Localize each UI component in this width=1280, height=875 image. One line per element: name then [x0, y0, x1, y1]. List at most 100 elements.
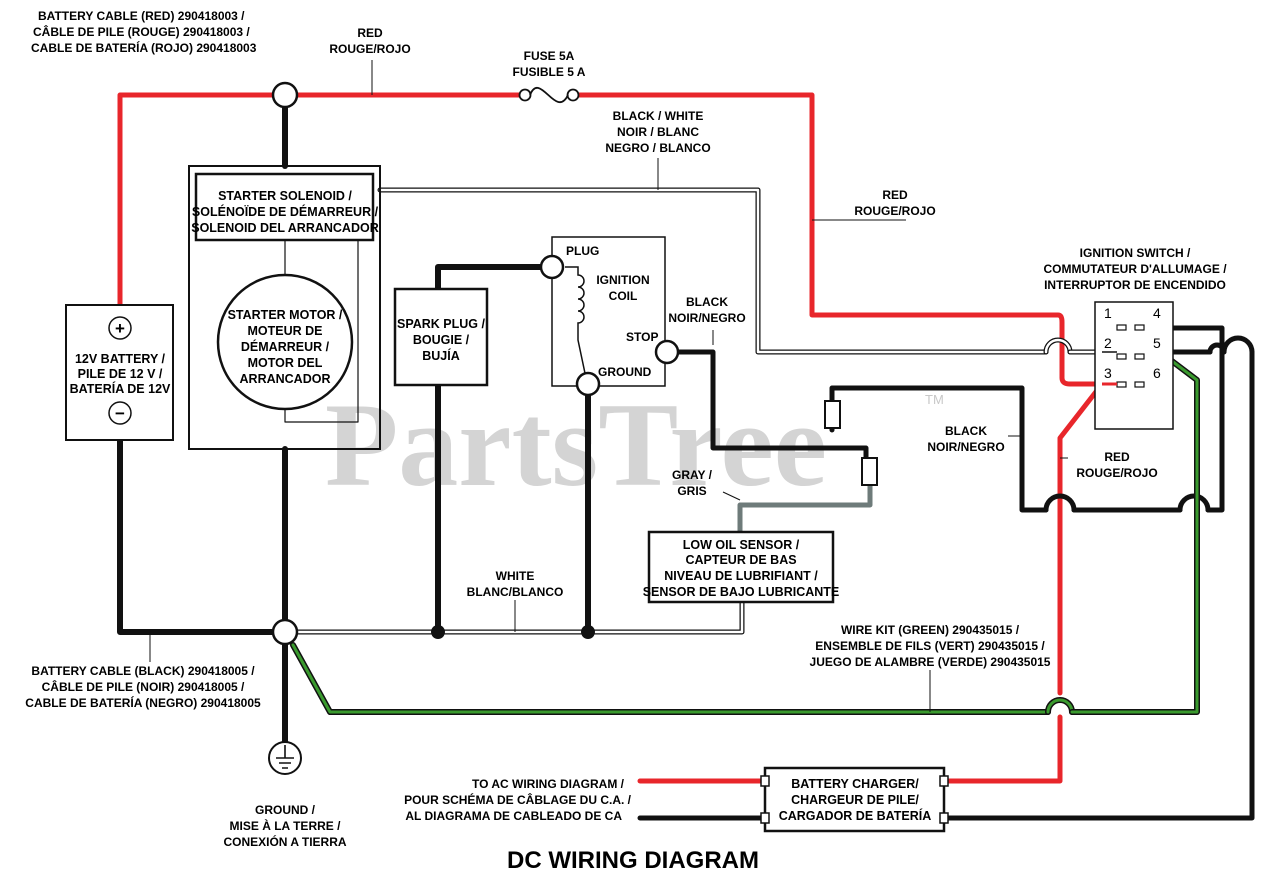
green-wire-kit-fill	[291, 643, 1050, 714]
starter-motor-label-5: ARRANCADOR	[240, 372, 331, 386]
low-oil-sensor-label-3: NIVEAU DE LUBRIFIANT /	[664, 569, 818, 583]
spark-plug-lead	[435, 264, 544, 635]
black-charger-to-switch	[941, 349, 1255, 821]
black-white-wire-fill	[378, 188, 1048, 354]
switch-pin-4: 4	[1153, 305, 1161, 321]
low-oil-sensor-label-2: CAPTEUR DE BAS	[685, 553, 796, 567]
coil-label-2: COIL	[609, 289, 638, 303]
spark-plug-ground-dot	[431, 625, 445, 639]
switch-pin-3: 3	[1104, 365, 1112, 381]
switch-pin-1: 1	[1104, 305, 1112, 321]
coil-stop-label: STOP	[626, 330, 658, 344]
starter-motor: STARTER MOTOR / MOTEUR DE DÉMARREUR / MO…	[216, 273, 354, 411]
black-bypass-3	[1221, 335, 1255, 355]
battery-plus-icon: +	[115, 319, 125, 338]
coil-winding-icon	[565, 266, 587, 379]
solenoid-junction-node	[271, 81, 299, 109]
watermark-tm: TM	[925, 392, 944, 407]
black-white-label-2: NOIR / BLANC	[617, 125, 699, 139]
spark-plug-label-3: BUJÍA	[422, 348, 460, 363]
switch-pin-2: 2	[1104, 335, 1112, 351]
red-battery-cable	[117, 92, 276, 308]
starter-motor-label-3: DÉMARREUR /	[241, 339, 330, 354]
to-ac-label-1: TO AC WIRING DIAGRAM /	[472, 777, 625, 791]
battery-cable-black-label-1: BATTERY CABLE (BLACK) 290418005 /	[31, 664, 255, 678]
battery-charger-label-1: BATTERY CHARGER/	[791, 777, 919, 791]
low-oil-sensor-label-4: SENSOR DE BAJO LUBRICANTE	[643, 585, 840, 599]
black-stop-label-1: BLACK	[686, 295, 728, 309]
fuse-label-1: FUSE 5A	[524, 49, 575, 63]
wire-kit-label-2: ENSEMBLE DE FILS (VERT) 290435015 /	[815, 639, 1045, 653]
inline-connector-1	[824, 400, 841, 432]
red-wire-switch-to-charger	[1057, 381, 1105, 696]
to-ac-label-2: POUR SCHÉMA DE CÂBLAGE DU C.A. /	[404, 792, 632, 807]
black-white-label-3: NEGRO / BLANCO	[605, 141, 710, 155]
ignition-coil: PLUG IGNITION COIL STOP GROUND	[551, 236, 666, 387]
battery-cable-black-label-2: CÂBLE DE PILE (NOIR) 290418005 /	[42, 679, 245, 694]
solenoid-label-2: SOLÉNOÏDE DE DÉMARREUR /	[192, 204, 379, 219]
fuse-icon	[518, 87, 580, 103]
black-battery-cable	[117, 437, 276, 635]
white-wire-fill	[295, 588, 744, 634]
black-white-bypass-fill	[1044, 338, 1072, 354]
watermark: PartsTree	[325, 378, 827, 511]
battery-cable-black-label-3: CABLE DE BATERÍA (NEGRO) 290418005	[25, 695, 261, 710]
battery-label-1: 12V BATTERY /	[75, 352, 166, 366]
battery-charger: BATTERY CHARGER/ CHARGEUR DE PILE/ CARGA…	[760, 766, 949, 833]
battery-label-2: PILE DE 12 V /	[78, 367, 163, 381]
ignition-switch-label-1: IGNITION SWITCH /	[1080, 246, 1191, 260]
battery: + − 12V BATTERY / PILE DE 12 V / BATERÍA…	[65, 304, 174, 441]
starter-solenoid: STARTER SOLENOID / SOLÉNOÏDE DE DÉMARREU…	[188, 165, 381, 450]
red-right-label-2: ROUGE/ROJO	[854, 204, 935, 218]
coil-ground-label: GROUND	[598, 365, 652, 379]
battery-charger-label-3: CARGADOR DE BATERÍA	[779, 808, 932, 823]
black-bypass-1	[1043, 493, 1077, 513]
spark-plug: SPARK PLUG / BOUGIE / BUJÍA	[393, 287, 489, 387]
spark-plug-label-2: BOUGIE /	[413, 333, 470, 347]
black-bypass-3b	[1207, 342, 1227, 355]
low-oil-sensor: LOW OIL SENSOR / CAPTEUR DE BAS NIVEAU D…	[643, 530, 840, 604]
coil-plug-label: PLUG	[566, 244, 599, 258]
coil-label-1: IGNITION	[596, 273, 649, 287]
black-right-label-1: BLACK	[945, 424, 987, 438]
ground-junction-node	[271, 618, 299, 646]
inline-connector-2	[861, 457, 878, 486]
ground-label-3: CONEXIÓN A TIERRA	[223, 834, 346, 849]
wire-kit-label-3: JUEGO DE ALAMBRE (VERDE) 290435015	[810, 655, 1051, 669]
white-label-2: BLANC/BLANCO	[467, 585, 564, 599]
starter-motor-label-4: MOTOR DEL	[248, 356, 323, 370]
black-stop-wire	[676, 349, 869, 461]
black-white-label-1: BLACK / WHITE	[613, 109, 704, 123]
red-wire-to-charger	[941, 714, 1063, 784]
starter-motor-label-2: MOTEUR DE	[248, 324, 323, 338]
battery-cable-red-label-2: CÂBLE DE PILE (ROUGE) 290418003 /	[33, 24, 250, 39]
battery-cable-red-label-3: CABLE DE BATERÍA (ROJO) 290418003	[31, 40, 257, 55]
spark-plug-label-1: SPARK PLUG /	[397, 317, 485, 331]
red-top-label-2: ROUGE/ROJO	[329, 42, 410, 56]
ignition-switch: 1 2 3 4 5 6	[1094, 301, 1174, 430]
coil-ground-node	[575, 371, 601, 397]
white-label-1: WHITE	[496, 569, 535, 583]
red-top-label-1: RED	[357, 26, 383, 40]
battery-cable-red-label-1: BATTERY CABLE (RED) 290418003 /	[38, 9, 245, 23]
solenoid-label-3: SOLENOID DEL ARRANCADOR	[191, 221, 379, 235]
battery-label-3: BATERÍA DE 12V	[70, 381, 171, 396]
black-stop-label-2: NOIR/NEGRO	[668, 311, 745, 325]
diagram-title: DC WIRING DIAGRAM	[507, 847, 759, 874]
gray-label-1: GRAY /	[672, 468, 713, 482]
black-right-label-2: NOIR/NEGRO	[927, 440, 1004, 454]
to-ac-label-3: AL DIAGRAMA DE CABLEADO DE CA	[405, 809, 622, 823]
solenoid-internal-line-2	[284, 239, 359, 423]
wire-kit-label-1: WIRE KIT (GREEN) 290435015 /	[841, 623, 1020, 637]
coil-stop-node	[654, 339, 680, 365]
black-to-switch	[1132, 325, 1225, 513]
fuse-label-2: FUSIBLE 5 A	[513, 65, 586, 79]
solenoid-label-1: STARTER SOLENOID /	[218, 189, 352, 203]
switch-pin-6: 6	[1153, 365, 1161, 381]
gray-label-2: GRIS	[677, 484, 706, 498]
red-switch-label-2: ROUGE/ROJO	[1076, 466, 1157, 480]
red-wire-to-switch	[575, 92, 1105, 387]
battery-charger-label-2: CHARGEUR DE PILE/	[791, 793, 919, 807]
battery-minus-icon: −	[115, 404, 125, 423]
